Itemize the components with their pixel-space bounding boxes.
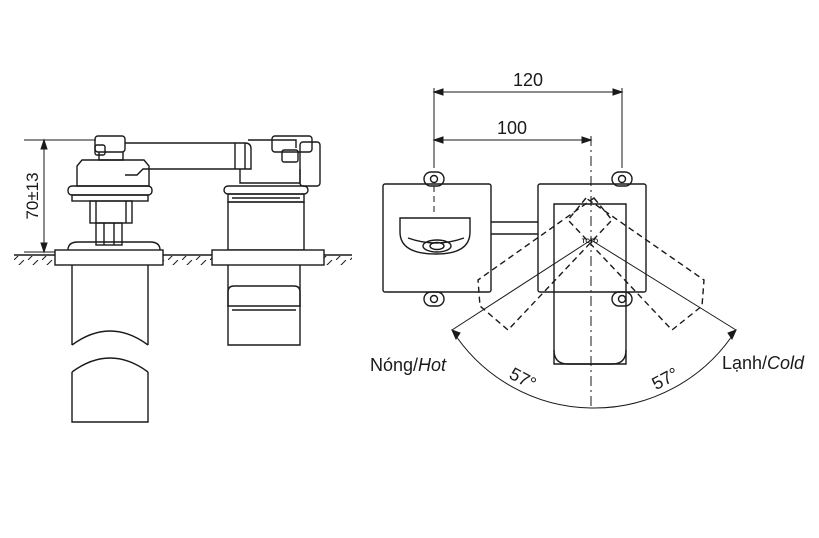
angle-right-label: 57° <box>648 363 681 393</box>
spout-arm <box>125 139 297 176</box>
spout-body <box>223 135 321 251</box>
right-flange <box>211 249 325 266</box>
height-dimension-label: 70±13 <box>23 172 42 219</box>
cold-label: Lạnh/Cold <box>722 353 805 373</box>
height-dimension <box>24 138 96 254</box>
lever-handle-hot-position <box>477 197 613 331</box>
hot-label-italic: Hot <box>418 355 447 375</box>
cold-label-italic: Cold <box>767 353 805 373</box>
hot-label-main: Nóng/ <box>370 355 418 375</box>
hot-label: Nóng/Hot <box>370 355 447 375</box>
side-view: 70±13 <box>14 135 352 423</box>
rotation-arc <box>451 239 737 409</box>
lever-handle-center: TOTO <box>553 203 627 365</box>
brand-mark: TOTO <box>582 239 599 245</box>
dimension-120-label: 120 <box>513 70 543 90</box>
left-wall-plate <box>382 171 492 307</box>
left-flange <box>54 249 164 266</box>
concealed-cartridge-right <box>227 265 301 346</box>
front-view: 120 100 <box>370 70 805 410</box>
spout-outlet <box>399 217 471 255</box>
dimension-120 <box>432 88 624 168</box>
dimension-100-label: 100 <box>497 118 527 138</box>
connection-arm <box>491 221 538 235</box>
angle-left-label: 57° <box>506 363 539 393</box>
lever-handle-cold-position <box>567 197 705 331</box>
concealed-pipe-left <box>71 265 149 423</box>
cold-label-main: Lạnh/ <box>722 353 767 373</box>
mixer-lever-body <box>67 135 161 251</box>
